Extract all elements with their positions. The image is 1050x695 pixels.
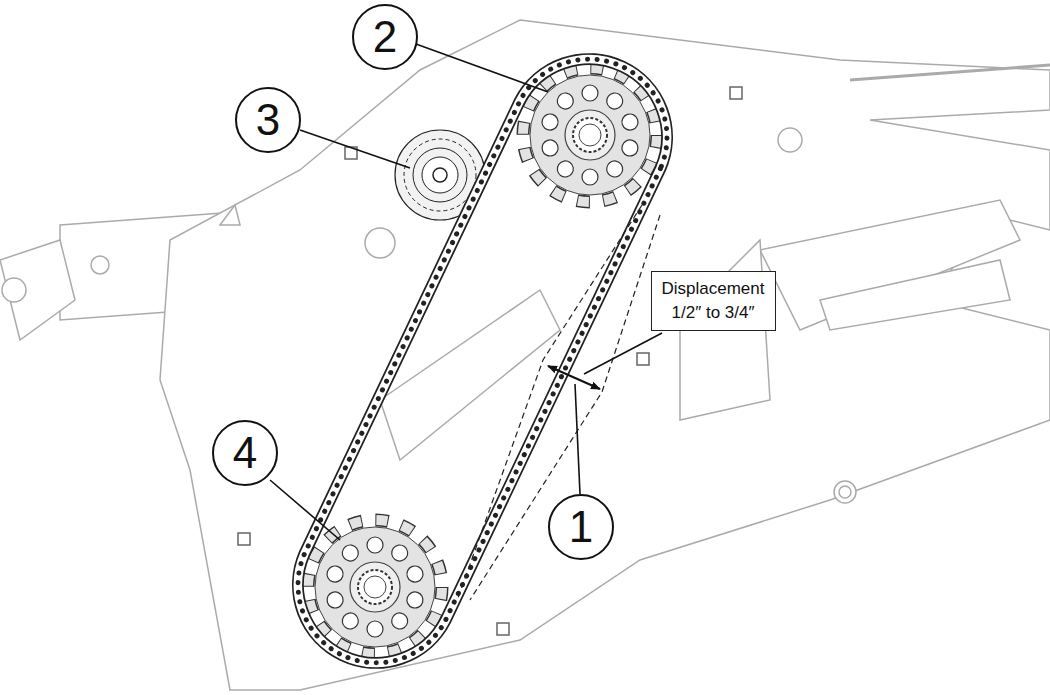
deflection-lines [458,205,660,600]
chain [298,59,667,663]
leader-lines [270,44,662,540]
callout-circle: 4 [212,420,278,486]
frame [0,20,1050,690]
callout-number: 3 [256,98,280,142]
lower-sprocket [308,520,442,654]
upper-sprocket [523,68,657,202]
dimension-text: 1/2″ to 3/4″ [672,301,755,325]
dimension-text: Displacement [662,277,765,301]
callout-circle: 1 [548,494,614,560]
callout-circle: 3 [235,87,301,153]
callout-number: 1 [569,505,593,549]
dimension-box: Displacement1/2″ to 3/4″ [651,271,776,331]
callout-number: 2 [373,15,397,59]
callout-number: 4 [233,431,257,475]
callout-circle: 2 [352,4,418,70]
